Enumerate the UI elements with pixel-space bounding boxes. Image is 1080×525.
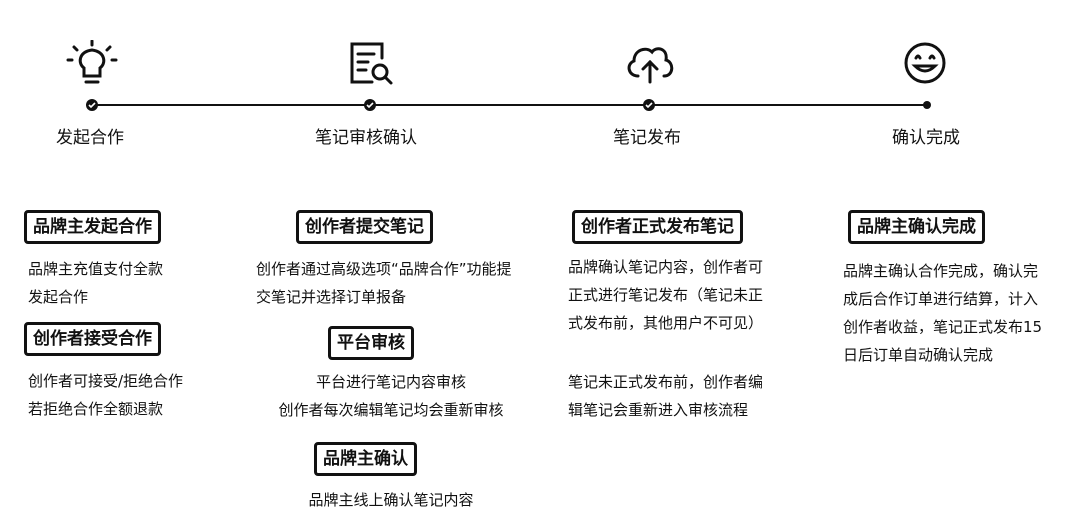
step-label-4: 确认完成 (892, 128, 960, 148)
text-creator-publish: 品牌确认笔记内容，创作者可正式进行笔记发布（笔记未正式发布前，其他用户不可见） (568, 258, 764, 332)
tag-creator-publish: 创作者正式发布笔记 (572, 210, 743, 244)
tag-creator-accept: 创作者接受合作 (24, 322, 161, 356)
tag-brand-confirm: 品牌主确认 (314, 442, 417, 476)
text-publish-note: 笔记未正式发布前，创作者编辑笔记会重新进入审核流程 (568, 373, 764, 419)
step-label-3: 笔记发布 (613, 128, 681, 148)
cloud-upload-icon (624, 40, 676, 86)
text-creator-accept: 创作者可接受/拒绝合作若拒绝合作全额退款 (28, 372, 184, 418)
text-creator-submit: 创作者通过高级选项“品牌合作”功能提交笔记并选择订单报备 (256, 260, 512, 306)
tag-platform-review: 平台审核 (328, 326, 414, 360)
document-search-icon (346, 40, 394, 88)
text-brand-complete: 品牌主确认合作完成，确认完成后合作订单进行结算，计入创作者收益，笔记正式发布15… (843, 262, 1043, 364)
text-brand-initiate: 品牌主充值支付全款发起合作 (28, 260, 164, 306)
timeline-line (92, 104, 928, 106)
smiley-icon (902, 40, 948, 86)
timeline-dot-2 (364, 99, 376, 111)
tag-brand-complete: 品牌主确认完成 (848, 210, 985, 244)
step-label-1: 发起合作 (56, 128, 124, 148)
step-label-2: 笔记审核确认 (315, 128, 417, 148)
timeline-dot-1 (86, 99, 98, 111)
lightbulb-icon (66, 40, 118, 86)
text-platform-review: 平台进行笔记内容审核创作者每次编辑笔记均会重新审核 (278, 373, 504, 419)
text-brand-confirm: 品牌主线上确认笔记内容 (308, 491, 474, 509)
timeline-dot-3 (643, 99, 655, 111)
tag-brand-initiate: 品牌主发起合作 (24, 210, 161, 244)
tag-creator-submit: 创作者提交笔记 (296, 210, 433, 244)
timeline-dot-4 (923, 101, 931, 109)
